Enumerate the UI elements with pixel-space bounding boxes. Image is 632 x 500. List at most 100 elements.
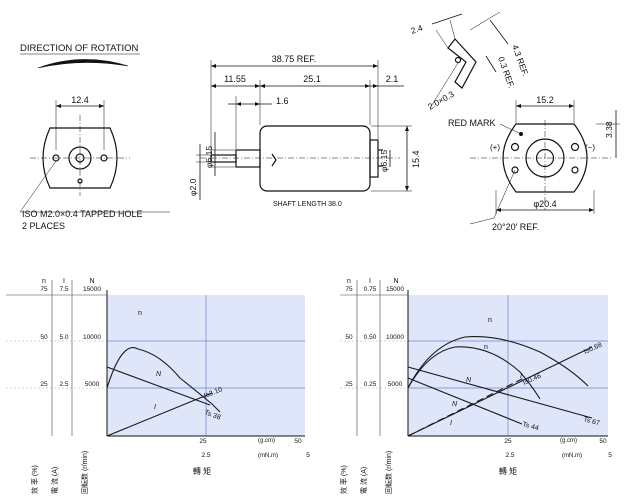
chart1-n-letter: n xyxy=(42,278,46,285)
shaft-out-dim-arrows xyxy=(211,84,260,88)
front-flange xyxy=(42,127,118,189)
body-dim: 25.1 xyxy=(303,74,321,84)
red-mark-triangle xyxy=(271,153,277,167)
boss-dim-arrows xyxy=(236,102,260,106)
chart1-curve-speed xyxy=(106,366,211,406)
angle-leader xyxy=(493,169,516,219)
chart1-label-I: I xyxy=(154,404,156,411)
chart2-N-tick-2: 10000 xyxy=(386,334,404,341)
chart2-eff-label: 效 率 (%) xyxy=(339,465,348,494)
rear-terminal-minus xyxy=(570,142,580,152)
chart1-mNm-tick-5: 5 xyxy=(306,452,310,459)
chart2-N-letter: N xyxy=(393,278,398,285)
chart2-gcm-unit: (g.cm) xyxy=(560,438,577,444)
term-slot-dim: 2.0×0.3 xyxy=(426,89,456,112)
technical-drawing: DIRECTION OF ROTATION 12.4 ISO M2.0×0.4 … xyxy=(19,11,620,232)
chart2-gcm-tick-50: 50 xyxy=(599,438,607,445)
side-view: 38.75 REF. 11.55 25.1 2.1 1.6 φ2.0 xyxy=(188,54,421,208)
chart1-N-tick-2: 10000 xyxy=(83,334,101,341)
chart1-i-tick-2: 5.0 xyxy=(59,334,68,341)
terminal-tab xyxy=(447,38,477,89)
motor-shaft xyxy=(210,154,237,163)
boss-dia-dim: φ6.15 xyxy=(204,146,214,168)
shaft-dia-dim: φ2.0 xyxy=(188,178,198,196)
rear-housing xyxy=(502,123,588,193)
chart1-i-tick-3: 2.5 xyxy=(59,381,68,388)
front-width-dim: 12.4 xyxy=(71,95,89,105)
chart2-label-I1: I xyxy=(520,373,522,380)
chart2-n-letter: n xyxy=(347,278,351,285)
term-ext-1 xyxy=(435,29,449,49)
red-mark-leader xyxy=(499,123,522,135)
total-dim: 38.75 REF. xyxy=(272,54,317,64)
chart2-cur-label: 電 流 (A) xyxy=(359,467,368,494)
chart2-i-tick-3: 0.25 xyxy=(364,381,377,388)
chart-2: n I N 75 50 25 0.75 0.50 0.25 15000 1000… xyxy=(339,278,612,494)
chart1-n-tick-25: 25 xyxy=(40,381,48,388)
shaft-out-dim: 11.55 xyxy=(224,74,246,84)
chart2-N-tick-1: 15000 xyxy=(386,286,404,293)
rotation-title: DIRECTION OF ROTATION xyxy=(20,43,139,54)
chart1-mNm-unit: (mN.m) xyxy=(258,453,278,459)
chart2-curve-speed-1 xyxy=(407,366,593,419)
rotation-arrow-icon xyxy=(37,59,129,69)
chart2-i-letter: I xyxy=(369,278,371,285)
rear-terminal-plus xyxy=(510,142,520,152)
motor-boss xyxy=(235,149,261,168)
chart1-label-n: n xyxy=(138,310,142,317)
chart2-label-Ts2: Ts 44 xyxy=(521,421,539,432)
tapped-hole-count: 2 PLACES xyxy=(22,221,65,231)
chart1-eff-label: 效 率 (%) xyxy=(30,465,39,494)
boss-dim: 1.6 xyxy=(276,96,289,106)
chart2-curve-speed-2 xyxy=(407,377,523,425)
term-ext-3 xyxy=(469,11,501,31)
rear-hole-right xyxy=(571,166,579,174)
chart2-n-tick-75: 75 xyxy=(345,286,353,293)
chart1-gcm-unit: (g.cm) xyxy=(258,438,275,444)
front-view: 12.4 ISO M2.0×0.4 TAPPED HOLE 2 PLACES xyxy=(19,95,170,231)
chart2-label-I2: I xyxy=(450,420,452,427)
chart1-n-tick-50: 50 xyxy=(40,334,48,341)
chart1-i-tick-1: 7.5 xyxy=(59,286,68,293)
term-dim-line-24 xyxy=(431,13,463,25)
front-width-arrows xyxy=(56,104,104,108)
angle-ref: 20°20′ REF. xyxy=(492,222,539,232)
chart2-xlabel: 轉 矩 xyxy=(499,466,517,476)
chart1-curve-efficiency xyxy=(106,347,221,413)
chart2-mNm-tick-25: 2.5 xyxy=(505,452,514,459)
minus-label: (−) xyxy=(585,143,595,152)
chart2-curve-eff-1 xyxy=(407,336,589,389)
chart1-mNm-tick-25: 2.5 xyxy=(201,452,210,459)
chart2-label-Ts1: Ts 67 xyxy=(582,416,600,427)
tapped-hole-label: ISO M2.0×0.4 TAPPED HOLE xyxy=(22,209,142,219)
chart2-label-N1: N xyxy=(466,377,472,384)
angle-leader-2 xyxy=(469,217,495,225)
motor-body xyxy=(259,125,371,192)
chart1-n-tick-75: 75 xyxy=(40,286,48,293)
height-dim: 15.4 xyxy=(411,150,421,168)
chart1-xlabel: 轉 矩 xyxy=(193,466,211,476)
chart2-mNm-tick-5: 5 xyxy=(608,452,612,459)
chart2-label-N2: N xyxy=(452,401,458,408)
term-dim-line-03 xyxy=(485,55,497,73)
chart1-cur-label: 電 流 (A) xyxy=(50,467,59,494)
chart1-i-letter: I xyxy=(63,278,65,285)
end-dim-arrow xyxy=(373,84,378,88)
chart2-N-tick-3: 5000 xyxy=(388,381,403,388)
chart2-gcm-tick-25: 25 xyxy=(504,438,512,445)
term-dim-24: 2.4 xyxy=(410,23,425,36)
end-dim: 2.1 xyxy=(386,74,399,84)
term-dim-line-43 xyxy=(489,19,509,45)
chart2-i-tick-1: 0.75 xyxy=(364,286,377,293)
plus-label: (+) xyxy=(490,143,500,152)
chart2-n-tick-50: 50 xyxy=(345,334,353,341)
rear-dia-dim: φ20.4 xyxy=(533,199,556,209)
chart1-spd-label: 回転数 (r/min) xyxy=(80,451,89,494)
term-ext-2 xyxy=(449,19,456,40)
end-dia-dim: φ6.15 xyxy=(379,150,389,172)
rear-view: 15.2 3.38 RED MARK (+) (−) φ20.4 20°20′ … xyxy=(448,95,620,232)
red-mark-label: RED MARK xyxy=(448,118,496,128)
chart1-N-tick-1: 15000 xyxy=(83,286,101,293)
chart1-gcm-tick-50: 50 xyxy=(294,438,302,445)
